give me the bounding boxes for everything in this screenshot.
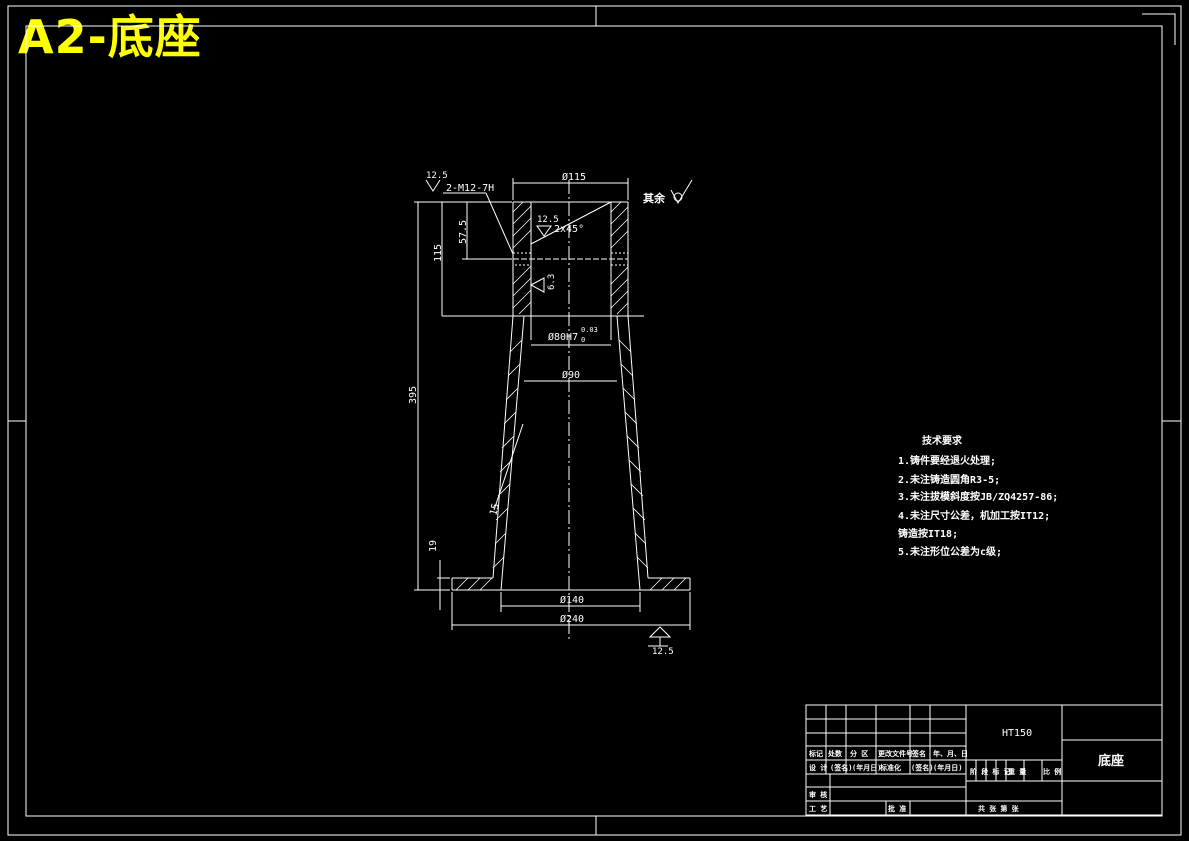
roughness-symbol-4 xyxy=(648,626,672,638)
dim-19: 19 xyxy=(428,540,439,552)
tech-heading: 技术要求 xyxy=(922,434,963,447)
dim-dia-90: Ø90 xyxy=(562,369,580,381)
inner-border xyxy=(25,25,1163,817)
tb-scale: 比 例 xyxy=(1043,767,1061,776)
tech-item-3: 3.未注拔模斜度按JB/ZQ4257-86; xyxy=(898,490,1058,503)
dim-dia-140: Ø140 xyxy=(560,594,584,606)
part-drawing xyxy=(414,178,693,647)
title-block xyxy=(805,704,1163,816)
tech-item-1: 1.铸件要经退火处理; xyxy=(898,454,996,467)
dim-slope-15: 15 xyxy=(488,502,502,516)
dim-395: 395 xyxy=(408,386,419,404)
tech-item-4: 4.未注尺寸公差，机加工按IT12; xyxy=(898,509,1050,522)
outer-border xyxy=(7,5,1182,836)
dim-tol-upper: 0.03 xyxy=(581,326,598,334)
roughness-symbol-3 xyxy=(529,277,545,293)
roughness-value-2: 12.5 xyxy=(537,215,559,225)
tb-design-sign: (签名) xyxy=(830,763,852,772)
sheet-title: A2-底座 xyxy=(18,10,202,64)
dim-dia-240: Ø240 xyxy=(560,613,584,625)
roughness-rest-symbol xyxy=(670,179,693,205)
tb-stage: 阶 段 标 记 xyxy=(970,767,1011,776)
hatch-base xyxy=(455,577,687,591)
dim-tol-lower: 0 xyxy=(581,336,585,344)
part-name: 底座 xyxy=(1098,753,1124,769)
roughness-value-3: 6.3 xyxy=(547,274,557,290)
dim-thread: 2-M12-7H xyxy=(446,183,494,194)
tech-item-2: 2.未注铸造圆角R3-5; xyxy=(898,473,1000,486)
tb-design: 设 计 xyxy=(809,763,827,772)
dim-chamfer: 2x45° xyxy=(554,224,584,235)
tech-item-6: 5.未注形位公差为c级; xyxy=(898,545,1002,558)
material-label: HT150 xyxy=(1002,728,1032,739)
dim-dia-115: Ø115 xyxy=(562,171,586,183)
tb-approve: 批 准 xyxy=(888,804,906,813)
roughness-value-4: 12.5 xyxy=(652,647,674,657)
tb-count: 处数 xyxy=(827,749,843,758)
roughness-symbol-1 xyxy=(425,179,441,192)
dim-115: 115 xyxy=(433,244,444,262)
tb-mark: 标记 xyxy=(808,749,823,758)
tb-standard-date: (年月日) xyxy=(933,763,962,772)
title-block-texts: HT150 底座 标记 处数 分 区 更改文件号 签名 年、月、日 设 计 (签… xyxy=(808,728,1124,813)
roughness-value-1: 12.5 xyxy=(426,171,448,181)
dim-57-5: 57.5 xyxy=(458,220,469,244)
tb-change-doc: 更改文件号 xyxy=(878,749,913,758)
dimension-texts: Ø115 2-M12-7H 2x45° 57.5 115 395 19 Ø80H… xyxy=(408,171,674,657)
tb-date: 年、月、日 xyxy=(933,749,968,758)
tb-zone: 分 区 xyxy=(850,749,868,758)
tb-weight: 重 量 xyxy=(1008,767,1026,776)
tb-review: 审 核 xyxy=(809,790,827,799)
roughness-rest-label: 其余 xyxy=(643,191,666,205)
tb-signature: 签名 xyxy=(911,749,926,758)
tb-process: 工 艺 xyxy=(809,804,827,813)
tb-sheets: 共 张 第 张 xyxy=(978,804,1020,813)
tb-design-date: (年月日) xyxy=(852,763,881,772)
hatch-body xyxy=(492,339,649,569)
roughness-symbol-2 xyxy=(536,225,552,237)
tb-standard-sign: (签名) xyxy=(911,763,933,772)
tech-requirements: 技术要求 1.铸件要经退火处理; 2.未注铸造圆角R3-5; 3.未注拔模斜度按… xyxy=(898,434,1058,558)
tech-item-5: 铸造按IT18; xyxy=(898,527,958,540)
tb-standard: 标准化 xyxy=(879,763,901,772)
hatch-upper xyxy=(512,201,629,315)
dim-dia-80: Ø80H7 xyxy=(548,331,578,343)
